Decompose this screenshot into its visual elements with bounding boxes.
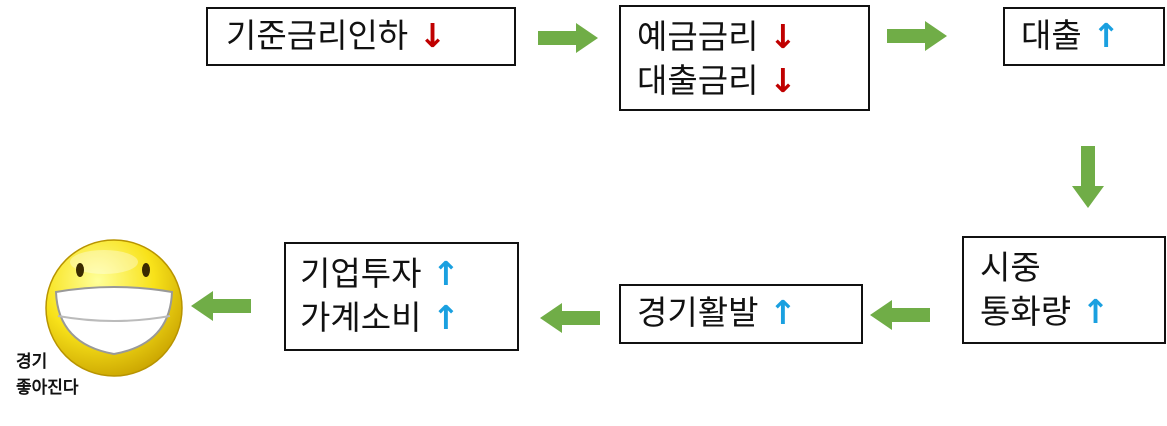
box-invest-line2: 가계소비 [300,298,422,337]
box-invest-line1: 기업투자 [300,254,422,293]
flow-arrow-down [1072,146,1104,208]
up-arrow-icon: ↑ [768,293,797,332]
box-loans: 대출 ↑ [1003,7,1165,66]
box-interest-rates: 예금금리 ↓ 대출금리 ↓ [619,5,870,111]
box-deposit-rate-label: 예금금리 [637,17,759,56]
smiley-caption-line1: 경기 [16,352,48,372]
up-arrow-icon: ↑ [431,298,460,337]
box-money-line2: 통화량 [980,292,1072,331]
box-economy-active: 경기활발 ↑ [619,284,863,344]
box-loan-rate-label: 대출금리 [637,61,759,100]
up-arrow-icon: ↑ [1081,292,1110,331]
flow-arrow-left-2 [540,303,600,333]
down-arrow-icon: ↓ [768,17,797,56]
flow-arrow-left-3 [191,291,251,321]
down-arrow-icon: ↓ [768,61,797,100]
flow-arrow-right-1 [538,23,598,53]
flow-arrow-left-1 [870,300,930,330]
smiley-face-icon [45,239,183,377]
smiley-caption: 경기 좋아진다 [16,349,79,401]
box-economy-label: 경기활발 [637,293,759,332]
box-investment-consumption: 기업투자 ↑ 가계소비 ↑ [284,242,519,351]
up-arrow-icon: ↑ [1092,16,1120,55]
up-arrow-icon: ↑ [431,254,460,293]
box-base-rate-label: 기준금리인하 [226,16,409,55]
box-money-supply: 시중 통화량 ↑ [962,236,1166,344]
box-base-rate-cut: 기준금리인하 ↓ [206,7,516,66]
smiley-caption-line2: 좋아진다 [16,378,79,398]
down-arrow-icon: ↓ [418,16,447,55]
box-loans-label: 대출 [1021,16,1082,55]
flow-arrow-right-2 [887,21,947,51]
box-money-line1: 시중 [980,248,1041,287]
